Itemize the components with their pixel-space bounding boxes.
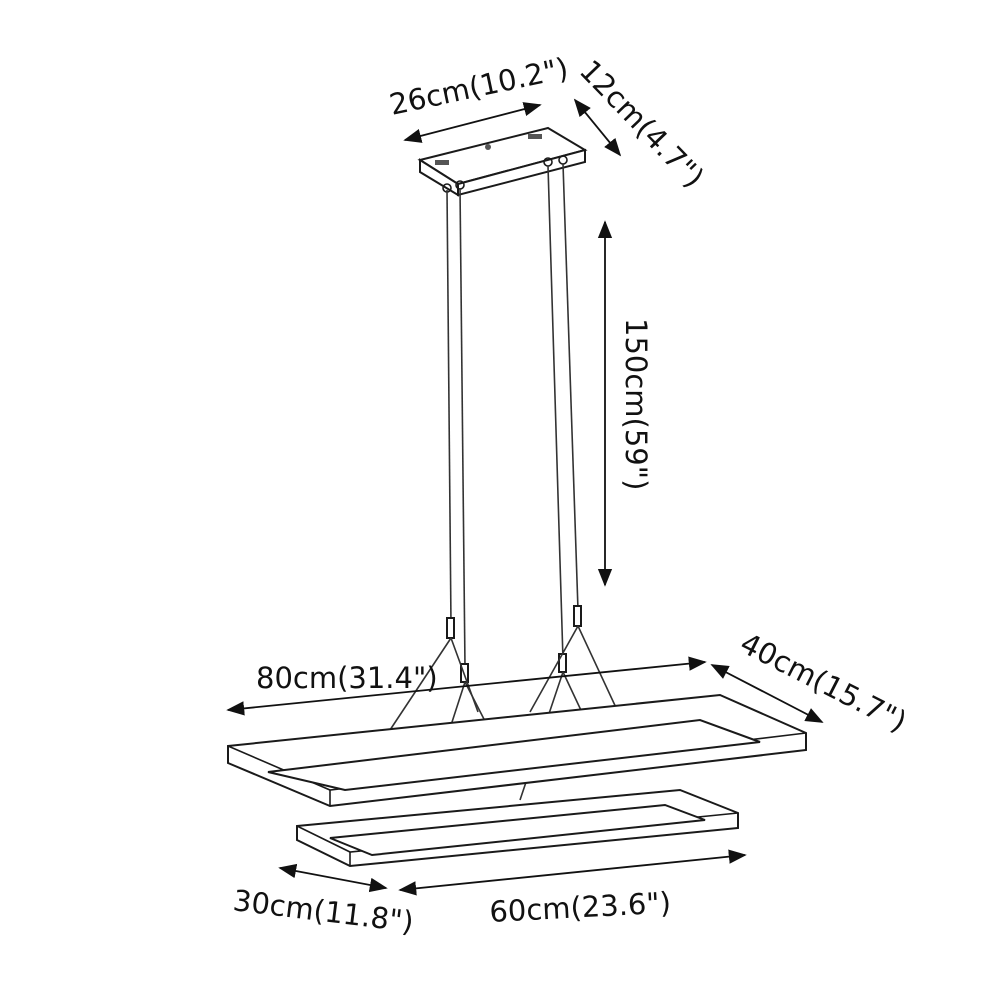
lower-frame-width-label: 30cm(11.8") (231, 883, 415, 939)
suspension-cables (389, 163, 633, 801)
upper-frame-length-label: 80cm(31.4") (256, 661, 438, 695)
lower-frame-length-label: 60cm(23.6") (489, 886, 672, 929)
ceiling-canopy (417, 126, 588, 197)
cable-length-label: 150cm(59") (619, 318, 653, 490)
dimension-arrows (226, 98, 824, 896)
canopy-length-label: 26cm(10.2") (386, 51, 571, 122)
upper-frame (227, 693, 807, 808)
lower-frame (296, 788, 739, 868)
